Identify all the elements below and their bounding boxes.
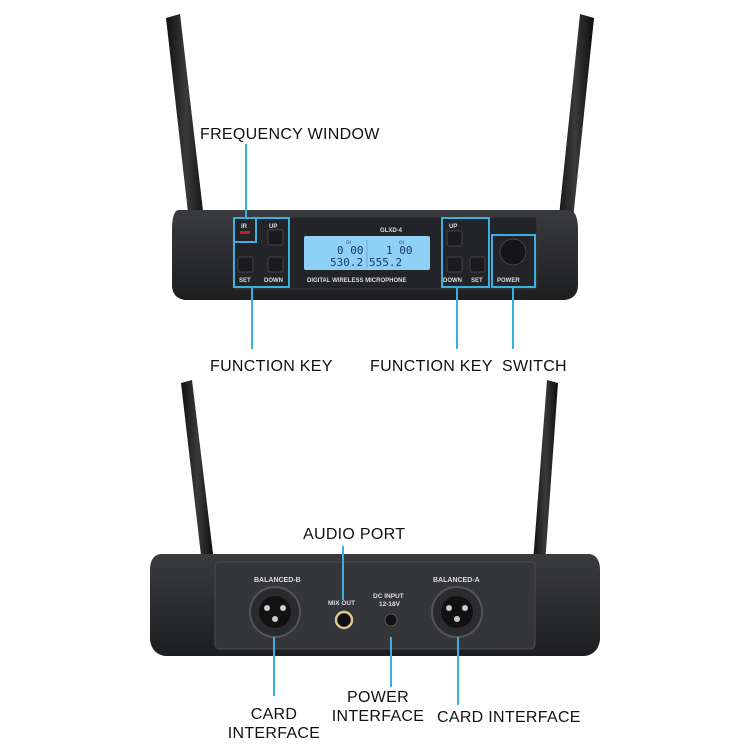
callout-line: CARD — [250, 706, 298, 723]
callout-line: INTERFACE — [227, 725, 321, 742]
left-up-key[interactable] — [267, 229, 284, 246]
dc-input-jack — [384, 613, 398, 627]
antenna-back-left — [181, 380, 214, 564]
svg-text:12-18V: 12-18V — [379, 601, 401, 608]
callout-line: POWER — [347, 689, 409, 706]
svg-text:530.2: 530.2 — [330, 256, 363, 269]
svg-text:555.2: 555.2 — [369, 256, 402, 269]
svg-text:IR: IR — [241, 224, 248, 230]
antenna-right — [556, 14, 594, 248]
right-down-key[interactable] — [446, 256, 463, 273]
mix-out-jack — [334, 610, 354, 630]
svg-text:DOWN: DOWN — [264, 278, 283, 284]
svg-text:GLXD-4: GLXD-4 — [380, 228, 403, 234]
left-set-key[interactable] — [237, 256, 254, 273]
front-unit: 0 00 1 00 CH CH 530.2 555.2 GLXD-4 DIGIT… — [166, 14, 594, 349]
svg-text:DC INPUT: DC INPUT — [373, 593, 404, 600]
xlr-connector-a — [431, 586, 483, 638]
svg-text:BALANCED-A: BALANCED-A — [433, 577, 480, 584]
svg-text:UP: UP — [449, 224, 457, 230]
callout-function-key-left: FUNCTION KEY — [210, 358, 333, 375]
svg-text:CH: CH — [399, 240, 404, 245]
callout-switch: SWITCH — [502, 358, 567, 375]
svg-text:BALANCED-B: BALANCED-B — [254, 577, 301, 584]
right-set-key[interactable] — [469, 256, 486, 273]
svg-text:0 00: 0 00 — [337, 244, 364, 257]
ir-indicator — [240, 231, 250, 234]
callout-power-interface: POWER INTERFACE — [318, 688, 438, 726]
svg-text:CH: CH — [346, 240, 351, 245]
svg-text:DOWN: DOWN — [443, 278, 462, 284]
svg-text:SET: SET — [471, 278, 483, 284]
callout-card-interface-left: CARD INTERFACE — [214, 705, 334, 743]
svg-text:SET: SET — [239, 278, 251, 284]
callout-function-key-right: FUNCTION KEY — [370, 358, 493, 375]
svg-text:POWER: POWER — [497, 278, 520, 284]
power-button[interactable] — [499, 238, 527, 266]
xlr-connector-b — [249, 586, 301, 638]
antenna-back-right — [533, 380, 558, 564]
svg-text:1 00: 1 00 — [386, 244, 413, 257]
svg-text:DIGITAL WIRELESS MICROPHONE: DIGITAL WIRELESS MICROPHONE — [307, 278, 406, 284]
callout-card-interface-right: CARD INTERFACE — [437, 709, 581, 726]
callout-audio-port: AUDIO PORT — [303, 526, 406, 543]
svg-text:MIX OUT: MIX OUT — [328, 600, 355, 607]
callout-line: INTERFACE — [331, 708, 425, 725]
left-down-key[interactable] — [267, 256, 284, 273]
svg-text:UP: UP — [269, 224, 277, 230]
right-up-key[interactable] — [446, 230, 463, 247]
callout-frequency-window: FREQUENCY WINDOW — [200, 126, 380, 143]
back-unit: BALANCED-B BALANCED-A MIX OUT DC INPUT 1… — [150, 380, 600, 705]
antenna-left — [166, 14, 207, 248]
